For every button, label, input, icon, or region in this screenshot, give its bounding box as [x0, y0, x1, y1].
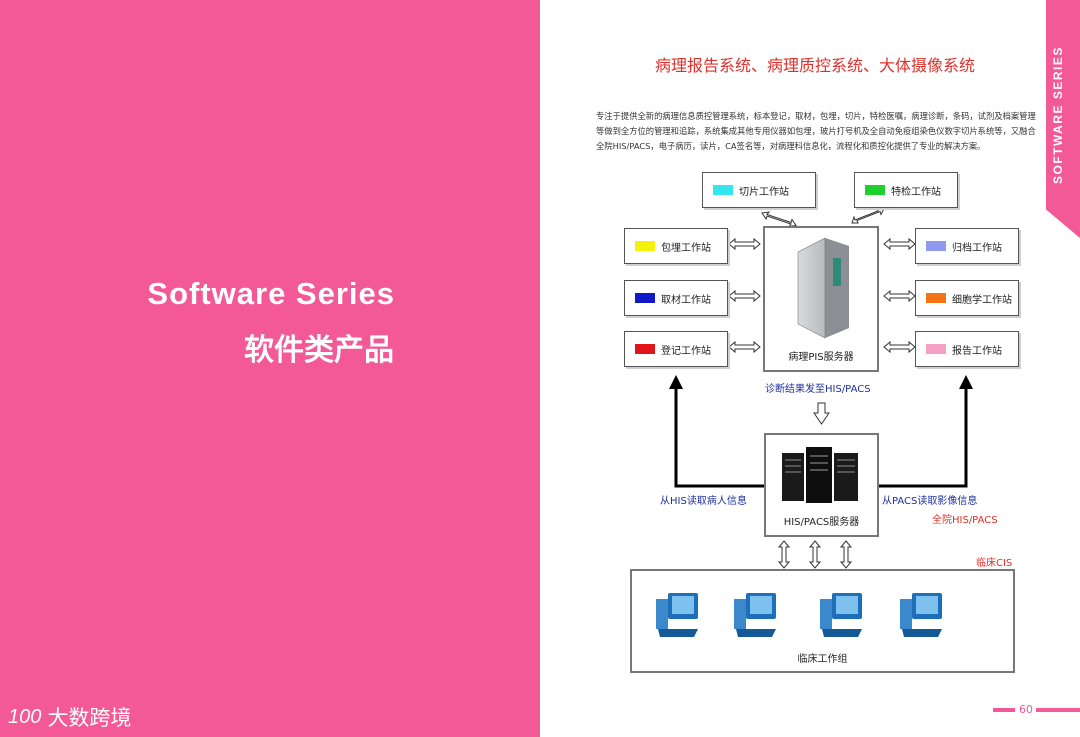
color-swatch	[926, 344, 946, 354]
cover-panel: Software Series 软件类产品 100 大数跨境	[0, 0, 540, 737]
workstation-label: 细胞学工作站	[952, 294, 1012, 306]
workstation-label: 报告工作站	[952, 345, 1002, 357]
brand-watermark: 100 大数跨境	[8, 702, 131, 732]
down-arrow-icon	[813, 402, 830, 425]
workstation-label: 包埋工作站	[661, 242, 711, 254]
page-number-bar-right	[1036, 708, 1080, 712]
clinical-computers	[656, 593, 942, 637]
double-arrow-icon	[728, 289, 761, 303]
full-his-pacs-annotation: 全院HIS/PACS	[932, 515, 998, 526]
color-swatch	[713, 185, 733, 195]
read-patient-annotation: 从HIS读取病人信息	[660, 496, 747, 507]
color-swatch	[635, 293, 655, 303]
double-arrow-icon	[777, 540, 791, 569]
left-feedback-line	[674, 388, 764, 488]
double-arrow-icon	[839, 540, 853, 569]
workstation-sampling: 取材工作站	[624, 280, 728, 316]
cover-title-cn: 软件类产品	[244, 333, 394, 368]
pis-server-box: 病理PIS服务器	[763, 226, 879, 372]
workstation-report: 报告工作站	[915, 331, 1019, 367]
cover-title-en: Software Series	[147, 276, 395, 311]
page-number-bar-left	[993, 708, 1015, 712]
double-arrow-icon	[728, 340, 761, 354]
computer-icon	[900, 593, 942, 637]
color-swatch	[635, 344, 655, 354]
color-swatch	[926, 241, 946, 251]
workstation-label: 登记工作站	[661, 345, 711, 357]
his-pacs-server-box: HIS/PACS服务器	[764, 433, 879, 537]
side-tab	[1046, 0, 1080, 238]
page-number: 60	[1019, 703, 1033, 716]
double-arrow-icon	[728, 237, 761, 251]
his-pacs-server-label: HIS/PACS服务器	[783, 517, 860, 528]
double-arrow-icon	[883, 340, 916, 354]
pis-server-label: 病理PIS服务器	[788, 352, 854, 363]
clinical-group-box: 临床工作组	[630, 569, 1015, 673]
feedback-lines	[674, 388, 968, 488]
double-arrow-icon	[761, 211, 797, 228]
up-arrow-icon	[669, 375, 683, 389]
send-result-annotation: 诊断结果发至HIS/PACS	[765, 384, 871, 395]
double-arrow-icon	[851, 208, 885, 224]
double-arrow-icon	[883, 289, 916, 303]
server-tower-icon	[797, 237, 849, 339]
workstation-registration: 登记工作站	[624, 331, 728, 367]
computer-icon	[734, 593, 776, 637]
color-swatch	[865, 185, 885, 195]
workstation-embedding: 包埋工作站	[624, 228, 728, 264]
double-arrows	[728, 208, 916, 569]
computer-icon	[820, 593, 862, 637]
brand-name: 大数跨境	[47, 706, 132, 730]
workstation-archive: 归档工作站	[915, 228, 1019, 264]
workstation-slicing: 切片工作站	[702, 172, 816, 208]
clinical-group-label: 临床工作组	[797, 654, 848, 665]
workstation-label: 取材工作站	[661, 294, 711, 306]
right-feedback-line	[876, 388, 968, 488]
workstation-label: 归档工作站	[952, 242, 1002, 254]
intro-paragraph: 专注于提供全新的病理信息质控管理系统，标本登记，取材，包埋，切片，特检医嘱，病理…	[596, 111, 1036, 151]
brand-logo-icon: 100	[8, 705, 42, 728]
workstation-label: 特检工作站	[891, 186, 941, 198]
workstation-label: 切片工作站	[739, 186, 789, 198]
page-title: 病理报告系统、病理质控系统、大体摄像系统	[654, 56, 975, 75]
color-swatch	[926, 293, 946, 303]
workstation-special: 特检工作站	[854, 172, 958, 208]
read-image-annotation: 从PACS读取影像信息	[882, 496, 978, 507]
double-arrow-icon	[883, 237, 916, 251]
double-arrow-icon	[808, 540, 822, 569]
clinical-cis-annotation: 临床CIS	[976, 558, 1013, 569]
color-swatch	[635, 241, 655, 251]
computer-icon	[656, 593, 698, 637]
workstation-cytology: 细胞学工作站	[915, 280, 1019, 316]
server-rack-icon	[782, 447, 858, 503]
up-arrow-icon	[959, 375, 973, 389]
